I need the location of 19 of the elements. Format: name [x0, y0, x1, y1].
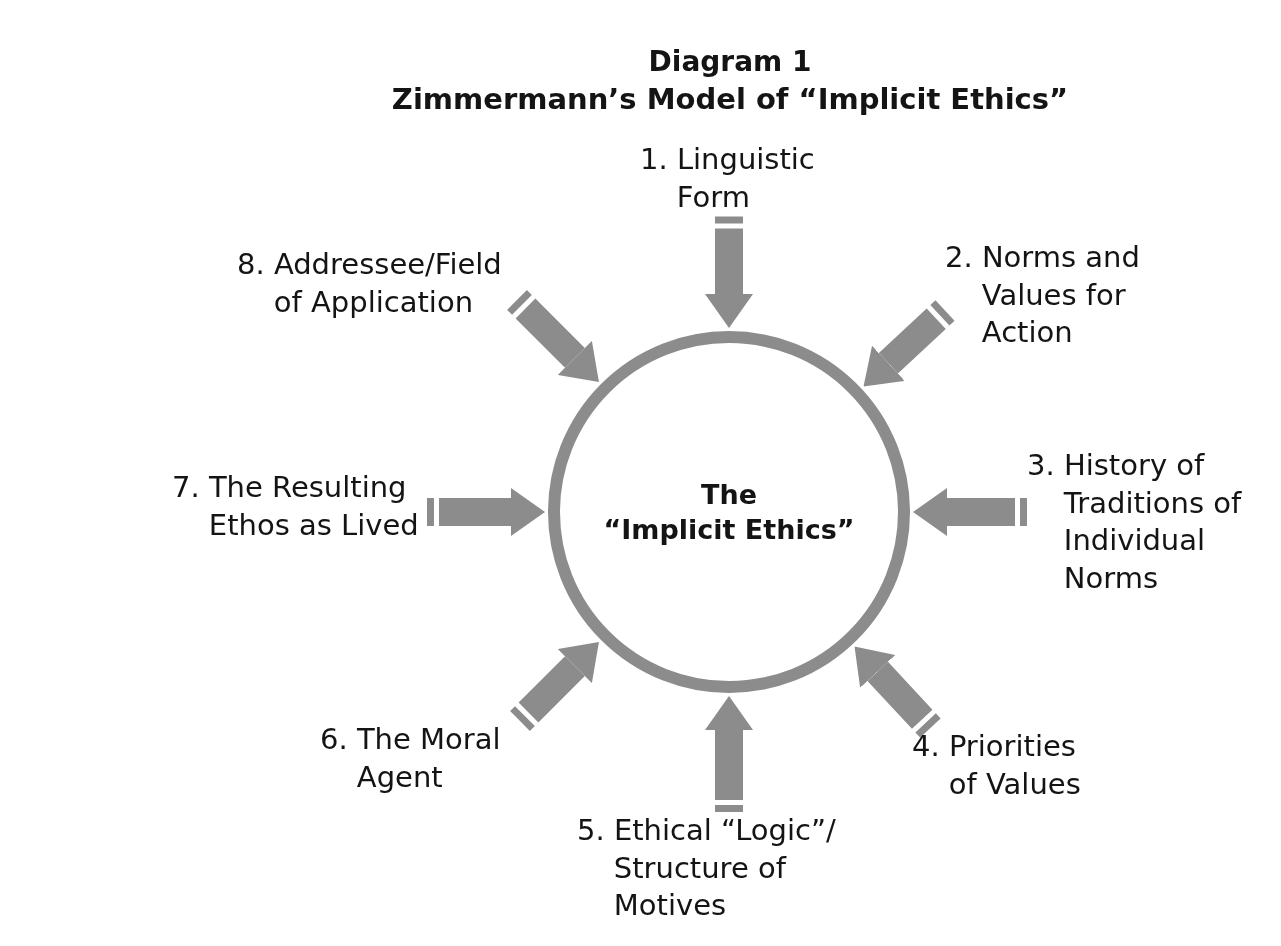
numbered-label: 4. Priorities of Values — [912, 728, 1092, 804]
numbered-label: 3. History of Traditions of Individual Norms — [1027, 447, 1252, 598]
figure-number: Diagram 1 — [648, 44, 812, 80]
numbered-label: 2. Norms and Values for Action — [945, 239, 1150, 353]
arrow — [863, 300, 955, 387]
diagram-title: Zimmermann’s Model of “Implicit Ethics” — [391, 81, 1069, 118]
numbered-label: 6. The Moral Agent — [320, 721, 520, 797]
numbered-label: 5. Ethical “Logic”/ Structure of Motives — [577, 812, 847, 926]
numbered-label: 8. Addressee/Field of Application — [237, 246, 517, 322]
arrow — [705, 216, 753, 328]
arrow — [705, 696, 753, 812]
arrow — [510, 642, 599, 731]
circle-label: The “Implicit Ethics” — [603, 477, 855, 547]
arrow — [854, 646, 941, 738]
numbered-label: 1. Linguistic Form — [640, 141, 830, 217]
arrow — [427, 488, 545, 536]
numbered-label: 7. The Resulting Ethos as Lived — [172, 469, 427, 545]
arrow — [507, 290, 599, 382]
arrow — [913, 488, 1027, 536]
